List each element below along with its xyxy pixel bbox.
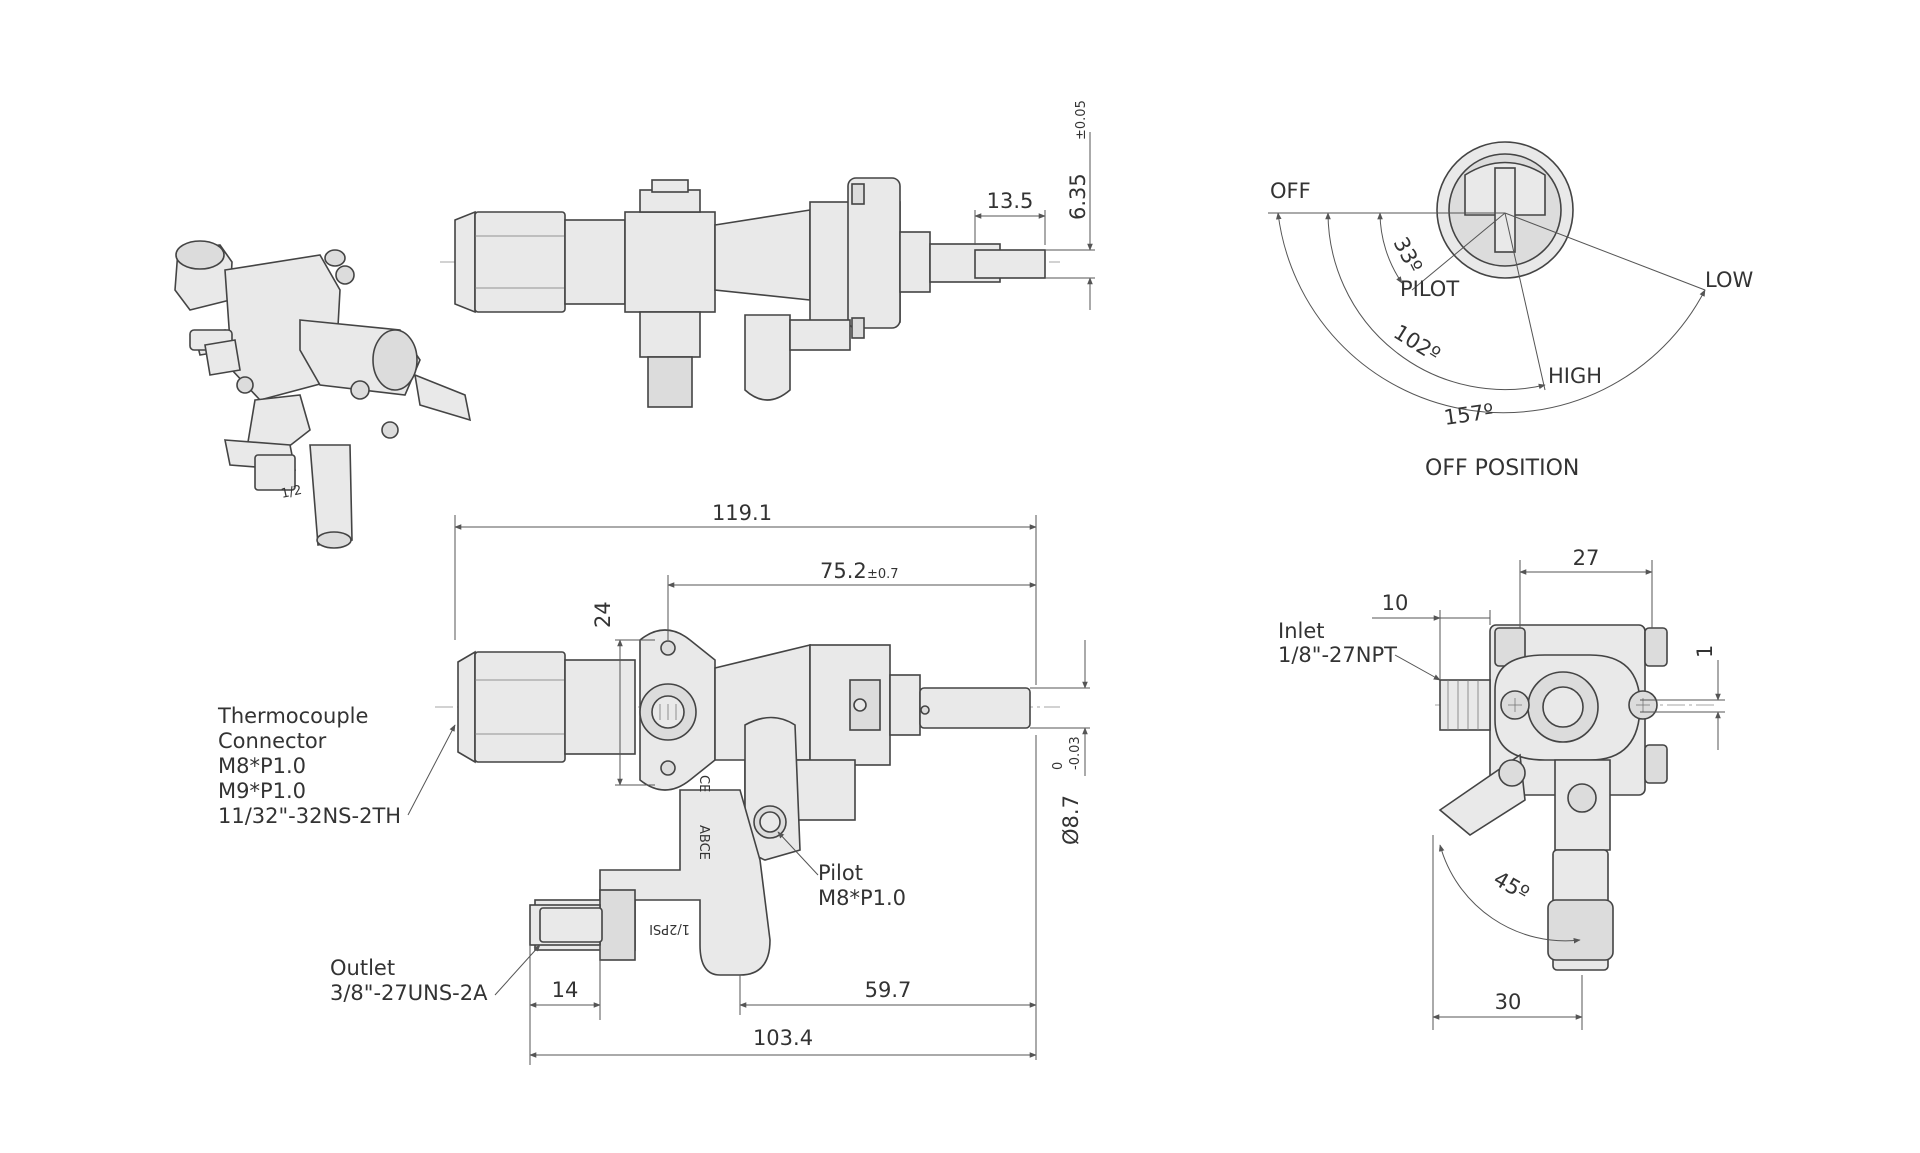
label-off: OFF: [1270, 179, 1311, 203]
dial-diagram: OFF PILOT LOW HIGH 33º 102º 157º OFF POS…: [1268, 141, 1753, 481]
dim-pin-dia-tol: ±0.05: [1074, 100, 1089, 140]
inlet-line-2: 1/8"-27NPT: [1278, 643, 1397, 667]
dim-boss: 24: [591, 601, 615, 628]
outlet-callout: Outlet 3/8"-27UNS-2A: [330, 944, 541, 1005]
marking-brand: ABCE: [696, 825, 711, 860]
dim-overall: 119.1: [712, 501, 772, 525]
front-view: CE ABCE 1/2PSI 119.1 75.2 ±0.7 24 Ø8.7 0…: [435, 501, 1090, 1065]
thermocouple-line-3: M8*P1.0: [218, 754, 306, 778]
label-high: HIGH: [1548, 364, 1602, 388]
side-view: 27 10 1 45º 30: [1372, 546, 1725, 1030]
angle-low: 157º: [1442, 399, 1495, 430]
dim-outlet-len: 14: [552, 978, 579, 1002]
dim-inlet-to-tip-tol: ±0.7: [867, 567, 899, 582]
dim-outlet-to-tip: 59.7: [865, 978, 912, 1002]
dim-width: 27: [1573, 546, 1600, 570]
dim-pin-dia: 6.35: [1066, 173, 1090, 220]
outlet-line-1: Outlet: [330, 956, 395, 980]
dim-base: 103.4: [753, 1026, 813, 1050]
label-low: LOW: [1705, 268, 1753, 292]
thermocouple-line-2: Connector: [218, 729, 327, 753]
pilot-line-2: M8*P1.0: [818, 886, 906, 910]
dial-caption: OFF POSITION: [1425, 456, 1579, 481]
pilot-line-1: Pilot: [818, 861, 863, 885]
dim-angle: 45º: [1490, 867, 1534, 906]
dim-offset: 1: [1693, 645, 1717, 658]
pilot-callout: Pilot M8*P1.0: [777, 831, 906, 910]
thermocouple-callout: Thermocouple Connector M8*P1.0 M9*P1.0 1…: [217, 704, 456, 828]
marking-pressure: 1/2PSI: [649, 921, 690, 936]
outlet-line-2: 3/8"-27UNS-2A: [330, 981, 488, 1005]
dim-inlet-to-tip: 75.2: [820, 559, 867, 583]
top-view: 13.5 6.35 ±0.05: [440, 100, 1095, 408]
label-pilot: PILOT: [1400, 277, 1459, 301]
thermocouple-line-5: 11/32"-32NS-2TH: [218, 804, 401, 828]
dim-pin-length: 13.5: [987, 189, 1034, 213]
inlet-callout: Inlet 1/8"-27NPT: [1278, 619, 1441, 681]
dim-shaft-tol-lower: -0.03: [1068, 736, 1083, 770]
marking-ce: CE: [696, 775, 711, 792]
dim-shaft-dia: Ø8.7: [1059, 795, 1083, 845]
inlet-line-1: Inlet: [1278, 619, 1325, 643]
thermocouple-line-1: Thermocouple: [217, 704, 368, 728]
dim-shaft-tol-upper: 0: [1051, 762, 1066, 770]
dim-inlet: 10: [1382, 591, 1409, 615]
isometric-view: 1/2: [174, 240, 472, 549]
angle-high: 102º: [1389, 320, 1444, 367]
thermocouple-line-4: M9*P1.0: [218, 779, 306, 803]
svg-text:1/2: 1/2: [280, 483, 304, 502]
dim-base-side: 30: [1495, 990, 1522, 1014]
